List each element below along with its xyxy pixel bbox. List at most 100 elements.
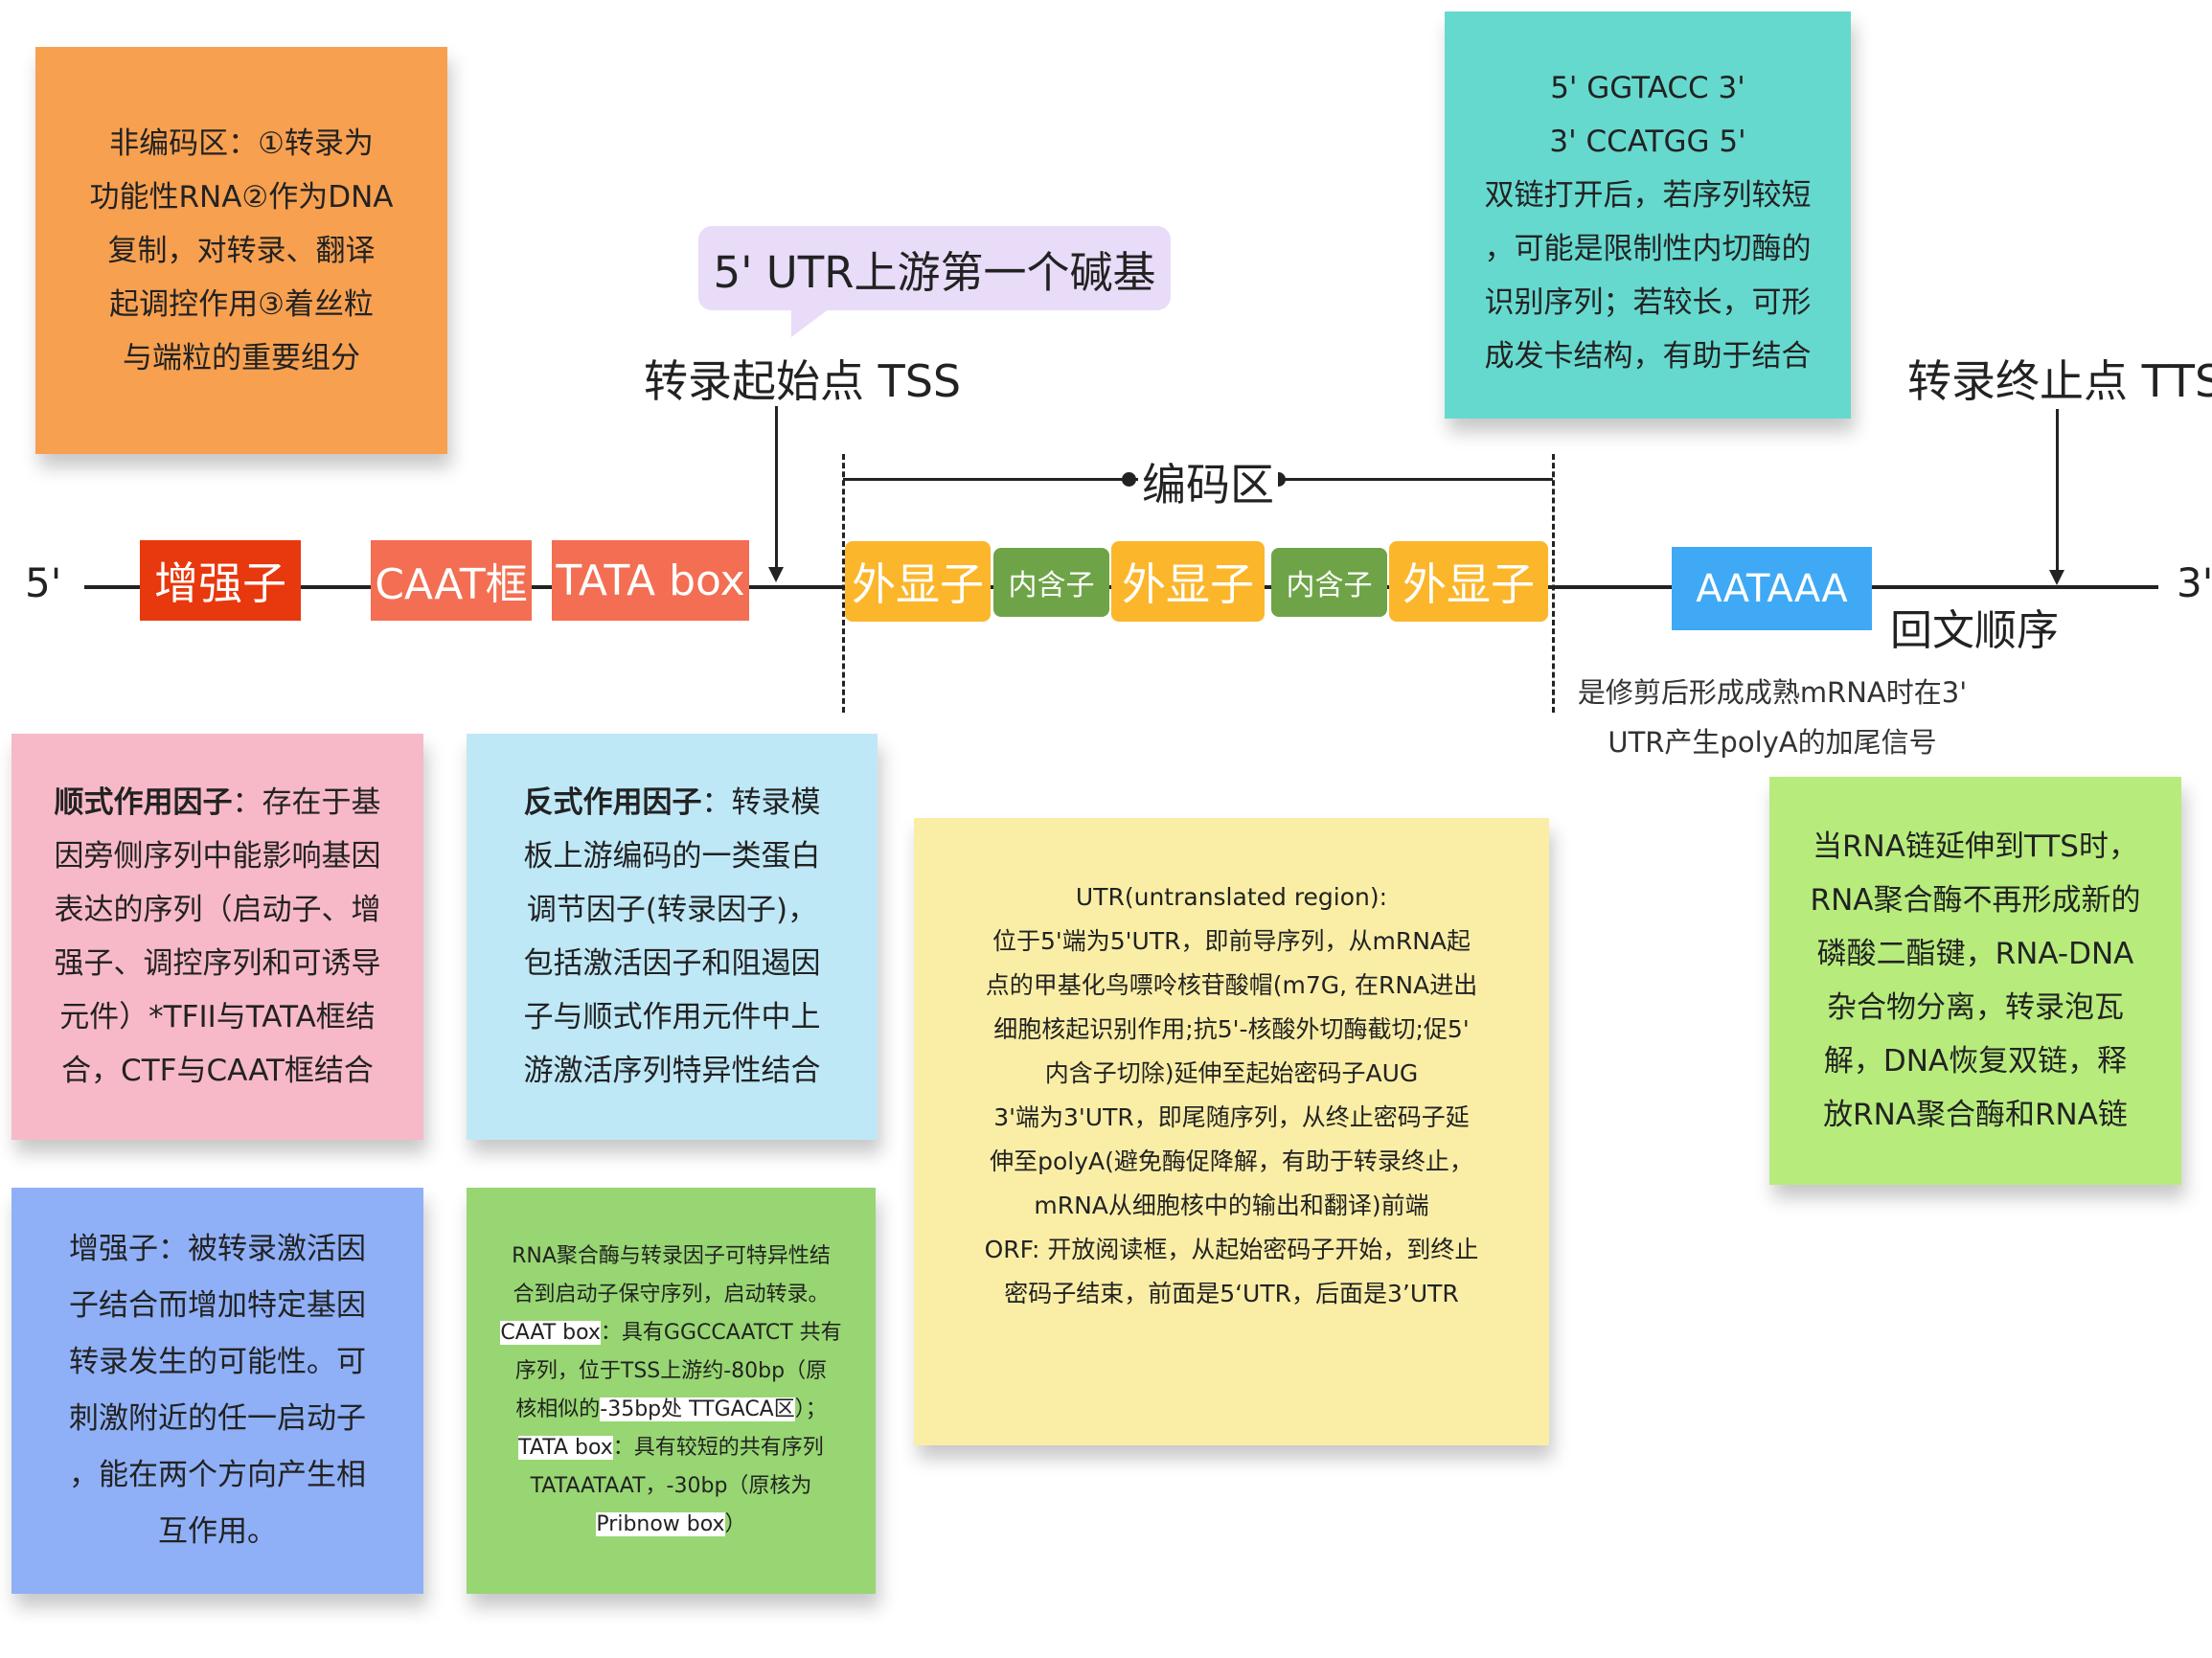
aataaa-segment: AATAAA [1672, 547, 1872, 630]
note-line: 双链打开后，若序列较短 [1484, 178, 1812, 213]
five-prime-label: 5' [25, 559, 62, 606]
note-line: 密码子结束，前面是5‘UTR，后面是3’UTR [1004, 1280, 1459, 1307]
note-line: Pribnow box） [596, 1506, 746, 1544]
note-line: 解，DNA恢复双链，释 [1823, 1044, 2128, 1079]
note-line: 合到启动子保守序列，启动转录。 [513, 1283, 830, 1306]
highlight-caat-box: CAAT box [500, 1321, 601, 1345]
note-line: 当RNA链延伸到TTS时， [1813, 829, 2138, 864]
note-line: 功能性RNA②作为DNA [89, 179, 394, 215]
enhancer-segment: 增强子 [140, 540, 301, 621]
highlight-ttgaca: -35bp处 TTGACA区 [600, 1397, 795, 1421]
note-line: 反式作用因子：转录模 [524, 776, 821, 829]
tss-label: 转录起始点 TSS [644, 355, 962, 407]
coding-end-dashed-line [1552, 454, 1555, 713]
coding-start-dashed-line [842, 454, 845, 713]
three-prime-label: 3' [2177, 559, 2212, 606]
utr-orf-note: UTR(untranslated region): 位于5'端为5'UTR，即前… [914, 818, 1549, 1445]
caat-box-segment: CAAT框 [371, 540, 532, 621]
note-line: CAAT box：具有GGCCAATCT 共有 [500, 1314, 842, 1352]
tts-arrow-head [2049, 570, 2064, 585]
note-line: 位于5'端为5'UTR，即前导序列，从mRNA起 [992, 927, 1471, 955]
cis-acting-factor-note: 顺式作用因子：存在于基 因旁侧序列中能影响基因 表达的序列（启动子、增 强子、调… [11, 734, 423, 1140]
promoter-elements-note: RNA聚合酶与转录因子可特异性结 合到启动子保守序列，启动转录。 CAAT bo… [467, 1188, 876, 1594]
note-line: 杂合物分离，转录泡瓦 [1827, 990, 2124, 1025]
note-text: ：转录模 [701, 785, 821, 820]
note-line: 复制，对转录、翻译 [107, 233, 376, 268]
note-line: 细胞核起识别作用;抗5'-核酸外切酶截切;促5' [993, 1015, 1470, 1043]
utr-speech-bubble: 5' UTR上游第一个碱基 [698, 226, 1171, 310]
note-line: 合，CTF与CAAT框结合 [61, 1054, 374, 1088]
note-line: 成发卡结构，有助于结合 [1484, 339, 1812, 374]
note-line: ，可能是限制性内切酶的 [1484, 232, 1812, 266]
note-line: 顺式作用因子：存在于基 [55, 776, 381, 829]
caat-label: CAAT框 [375, 560, 528, 609]
note-line: 游激活序列特异性结合 [523, 1054, 821, 1088]
note-line: 点的甲基化鸟嘌呤核苷酸帽(m7G, 在RNA进出 [985, 971, 1478, 999]
note-line: 刺激附近的任一启动子 [69, 1401, 366, 1436]
note-line: UTR(untranslated region): [1075, 883, 1388, 911]
note-text: ） [724, 1512, 746, 1536]
note-line: 增强子：被转录激活因 [69, 1232, 366, 1266]
note-line: 序列，位于TSS上游约-80bp（原 [514, 1359, 828, 1383]
note-text: ）； [794, 1397, 827, 1421]
note-text: ：具有GGCCAATCT 共有 [600, 1321, 842, 1345]
note-line: 磷酸二酯键，RNA-DNA [1816, 937, 2134, 971]
note-line: 核相似的-35bp处 TTGACA区）； [515, 1391, 827, 1429]
note-line: 5' GGTACC 3' [1550, 71, 1745, 105]
aataaa-label: AATAAA [1696, 566, 1848, 611]
note-line: TATAATAAT，-30bp（原核为 [530, 1474, 812, 1498]
enhancer-label: 增强子 [154, 557, 286, 609]
note-line: 互作用。 [158, 1514, 277, 1549]
exon-label: 外显子 [1122, 558, 1254, 610]
note-text: ：具有较短的共有序列 [612, 1436, 824, 1460]
intron-label: 内含子 [1008, 569, 1095, 602]
note-line: 表达的序列（启动子、增 [54, 893, 381, 927]
intron-segment: 内含子 [1271, 548, 1387, 617]
note-line: 板上游编码的一类蛋白 [523, 839, 821, 874]
tss-arrow-line [775, 406, 778, 569]
note-line: 3'端为3'UTR，即尾随序列，从终止密码子延 [993, 1103, 1470, 1131]
note-heading: 反式作用因子 [523, 785, 702, 820]
intron-segment: 内含子 [993, 548, 1109, 617]
note-line: 放RNA聚合酶和RNA链 [1823, 1098, 2128, 1132]
exon-label: 外显子 [1402, 558, 1535, 610]
note-line: 与端粒的重要组分 [123, 340, 360, 375]
note-heading: 顺式作用因子 [54, 785, 233, 820]
polya-signal-note: 是修剪后形成成熟mRNA时在3' UTR产生polyA的加尾信号 [1562, 668, 1983, 767]
highlight-tata-box: TATA box [518, 1436, 613, 1460]
note-line: ，能在两个方向产生相 [69, 1458, 366, 1492]
note-line: 元件）*TFII与TATA框结 [59, 1000, 376, 1034]
note-line: ORF: 开放阅读框，从起始密码子开始，到终止 [984, 1236, 1479, 1263]
coding-region-label: 编码区 [1138, 450, 1278, 513]
exon-segment: 外显子 [1111, 541, 1265, 622]
palindrome-note: 5' GGTACC 3' 3' CCATGG 5' 双链打开后，若序列较短 ，可… [1445, 11, 1851, 419]
tata-label: TATA box [556, 556, 745, 605]
polya-note-line: UTR产生polyA的加尾信号 [1608, 726, 1937, 759]
bubble-text: 5' UTR上游第一个碱基 [713, 246, 1156, 298]
exon-segment: 外显子 [845, 541, 991, 622]
note-line: mRNA从细胞核中的输出和翻译)前端 [1034, 1192, 1429, 1219]
transcription-termination-note: 当RNA链延伸到TTS时， RNA聚合酶不再形成新的 磷酸二酯键，RNA-DNA… [1769, 777, 2181, 1185]
note-line: TATA box：具有较短的共有序列 [518, 1429, 824, 1467]
note-line: 非编码区：①转录为 [109, 125, 374, 161]
tss-arrow-head [768, 567, 784, 582]
note-line: RNA聚合酶不再形成新的 [1810, 883, 2141, 918]
exon-label: 外显子 [852, 558, 984, 610]
palindrome-label: 回文顺序 [1890, 606, 2059, 655]
note-line: RNA聚合酶与转录因子可特异性结 [512, 1244, 831, 1268]
note-line: 包括激活因子和阻遏因 [523, 946, 821, 981]
note-line: 强子、调控序列和可诱导 [54, 946, 381, 981]
highlight-pribnow-box: Pribnow box [596, 1512, 725, 1536]
note-line: 3' CCATGG 5' [1549, 125, 1746, 159]
intron-label: 内含子 [1286, 569, 1373, 602]
bubble-tail [791, 308, 830, 337]
note-line: 子与顺式作用元件中上 [523, 1000, 821, 1034]
note-line: 内含子切除)延伸至起始密码子AUG [1044, 1059, 1419, 1087]
note-text: 核相似的 [515, 1397, 601, 1421]
note-line: 转录发生的可能性。可 [69, 1345, 366, 1379]
tts-label: 转录终止点 TTS [1907, 355, 2212, 407]
tata-box-segment: TATA box [552, 540, 749, 621]
polya-note-line: 是修剪后形成成熟mRNA时在3' [1577, 676, 1968, 709]
noncoding-region-note: 非编码区：①转录为 功能性RNA②作为DNA 复制，对转录、翻译 起调控作用③着… [35, 47, 447, 454]
note-line: 调节因子(转录因子)， [526, 893, 818, 927]
